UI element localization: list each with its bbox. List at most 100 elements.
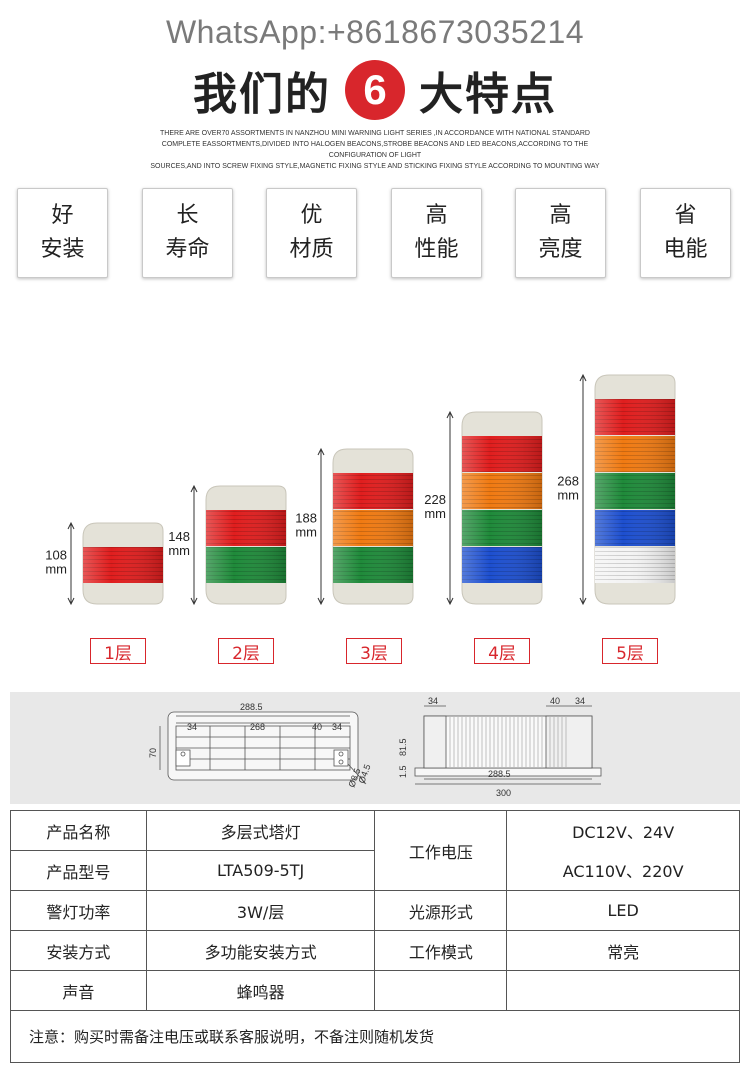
intro-line: THERE ARE OVER70 ASSORTMENTS IN NANZHOU … <box>160 130 590 137</box>
feature-card-life: 长 寿命 <box>142 188 233 278</box>
feature-line2: 材质 <box>289 237 334 262</box>
layer-tag-5: 5层 <box>602 638 658 664</box>
tier-shade <box>462 547 542 583</box>
dimension-arrow-bottom <box>190 597 198 606</box>
feature-line2: 安装 <box>40 237 85 262</box>
height-value: 228 <box>424 492 446 507</box>
tier-shade <box>333 510 413 546</box>
dimension-drawing: 288.5 268 34 40 34 70 Ø8.5 Ø4.5 <box>10 692 740 804</box>
feature-card-material: 优 材质 <box>266 188 357 278</box>
table-row: 警灯功率 3W/层 光源形式 LED <box>10 890 740 931</box>
height-unit: mm <box>424 506 446 521</box>
contact-watermark: WhatsApp:+8618673035214 <box>165 14 585 50</box>
spec-value: 3W/层 <box>145 890 376 931</box>
dimension-arrow-bottom <box>67 597 75 606</box>
height-unit: mm <box>295 525 317 540</box>
feature-line2: 寿命 <box>165 237 210 262</box>
headline-left: 我们的 <box>193 69 331 120</box>
spec-value: 多功能安装方式 <box>145 930 376 971</box>
spec-value: 蜂鸣器 <box>145 970 376 1011</box>
front-right-seg-dim: 40 <box>312 722 322 732</box>
height-value: 108 <box>45 548 67 563</box>
feature-line1: 长 <box>176 203 199 228</box>
feature-line1: 好 <box>51 203 74 228</box>
front-right-end-dim: 34 <box>332 722 342 732</box>
side-total-len-dim: 300 <box>496 788 511 798</box>
spec-value: AC110V、220V <box>506 850 740 891</box>
side-base-dim: 1.5 <box>398 765 408 778</box>
dimension-arrow-bottom <box>579 597 587 606</box>
height-value: 148 <box>168 529 190 544</box>
height-unit: mm <box>557 488 579 503</box>
dimension-drawing-svg: 288.5 268 34 40 34 70 Ø8.5 Ø4.5 <box>148 696 602 798</box>
tier-shade <box>462 510 542 546</box>
spec-label: 产品型号 <box>10 850 147 891</box>
tier-shade <box>595 436 675 472</box>
spec-label: 光源形式 <box>374 890 508 931</box>
feature-card-power-saving: 省 电能 <box>640 188 731 278</box>
feature-card-brightness: 高 亮度 <box>515 188 606 278</box>
tier-shade <box>83 547 163 583</box>
intro-line: SOURCES,AND INTO SCREW FIXING STYLE,MAGN… <box>150 163 600 170</box>
front-view <box>159 711 367 785</box>
dimension-arrow-top <box>317 447 325 456</box>
feature-card-install: 好 安装 <box>17 188 108 278</box>
table-row: 安装方式 多功能安装方式 工作模式 常亮 <box>10 930 740 971</box>
spec-table: 产品名称 多层式塔灯 工作电压 DC12V、24V 产品型号 LTA509-5T… <box>10 810 740 1011</box>
front-inner-dim: 268 <box>250 722 265 732</box>
side-inner-len-dim: 288.5 <box>488 769 511 779</box>
feature-card-performance: 高 性能 <box>391 188 482 278</box>
headline-number-badge: 6 <box>345 60 405 120</box>
spec-value: 常亮 <box>506 930 740 971</box>
tier-shade <box>333 473 413 509</box>
tier-shade <box>595 510 675 546</box>
layer-tag-1: 1层 <box>90 638 146 664</box>
tier-shade <box>462 473 542 509</box>
feature-line1: 省 <box>674 203 697 228</box>
feature-line2: 电能 <box>663 237 708 262</box>
height-value: 268 <box>557 474 579 489</box>
front-total-dim: 288.5 <box>240 702 263 712</box>
spec-value: LED <box>506 890 740 931</box>
tier-shade <box>206 547 286 583</box>
side-mid-seg-dim: 40 <box>550 696 560 706</box>
spec-value: 多层式塔灯 <box>145 810 376 851</box>
layer-tag-4: 4层 <box>474 638 530 664</box>
layer-tag-2: 2层 <box>218 638 274 664</box>
tier-shade <box>206 510 286 546</box>
spec-empty-cell <box>506 970 740 1011</box>
tier-shade <box>462 436 542 472</box>
side-view <box>414 705 602 785</box>
height-unit: mm <box>168 543 190 558</box>
spec-label: 声音 <box>10 970 147 1011</box>
dimension-arrow-bottom <box>317 597 325 606</box>
spec-label: 工作电压 <box>374 810 508 891</box>
feature-line1: 高 <box>425 203 448 228</box>
feature-line2: 性能 <box>414 237 459 262</box>
layer-tag-3: 3层 <box>346 638 402 664</box>
intro-text: THERE ARE OVER70 ASSORTMENTS IN NANZHOU … <box>150 128 600 172</box>
headline: 我们的 6 大特点 <box>0 60 750 120</box>
spec-label: 工作模式 <box>374 930 508 971</box>
tier-shade <box>595 399 675 435</box>
purchase-note: 注意：购买时需备注电压或联系客服说明，不备注则随机发货 <box>10 1011 740 1063</box>
table-row: 产品名称 多层式塔灯 工作电压 DC12V、24V <box>10 810 740 891</box>
table-row: 声音 蜂鸣器 <box>10 970 740 1011</box>
tier-shade <box>595 473 675 509</box>
dimension-arrow-top <box>579 373 587 382</box>
height-value: 188 <box>295 511 317 526</box>
side-view-ribs <box>449 717 567 767</box>
feature-list: 好 安装 长 寿命 优 材质 高 性能 高 亮度 省 电能 <box>17 188 733 278</box>
spec-label: 产品名称 <box>10 810 147 851</box>
dimension-arrow-bottom <box>446 597 454 606</box>
dimension-arrow-top <box>67 521 75 530</box>
front-hole-b-dim: Ø4.5 <box>356 763 372 785</box>
intro-line: COMPLETE EASSORTMENTS,DIVIDED INTO HALOG… <box>161 141 589 159</box>
spec-empty-cell <box>374 970 508 1011</box>
